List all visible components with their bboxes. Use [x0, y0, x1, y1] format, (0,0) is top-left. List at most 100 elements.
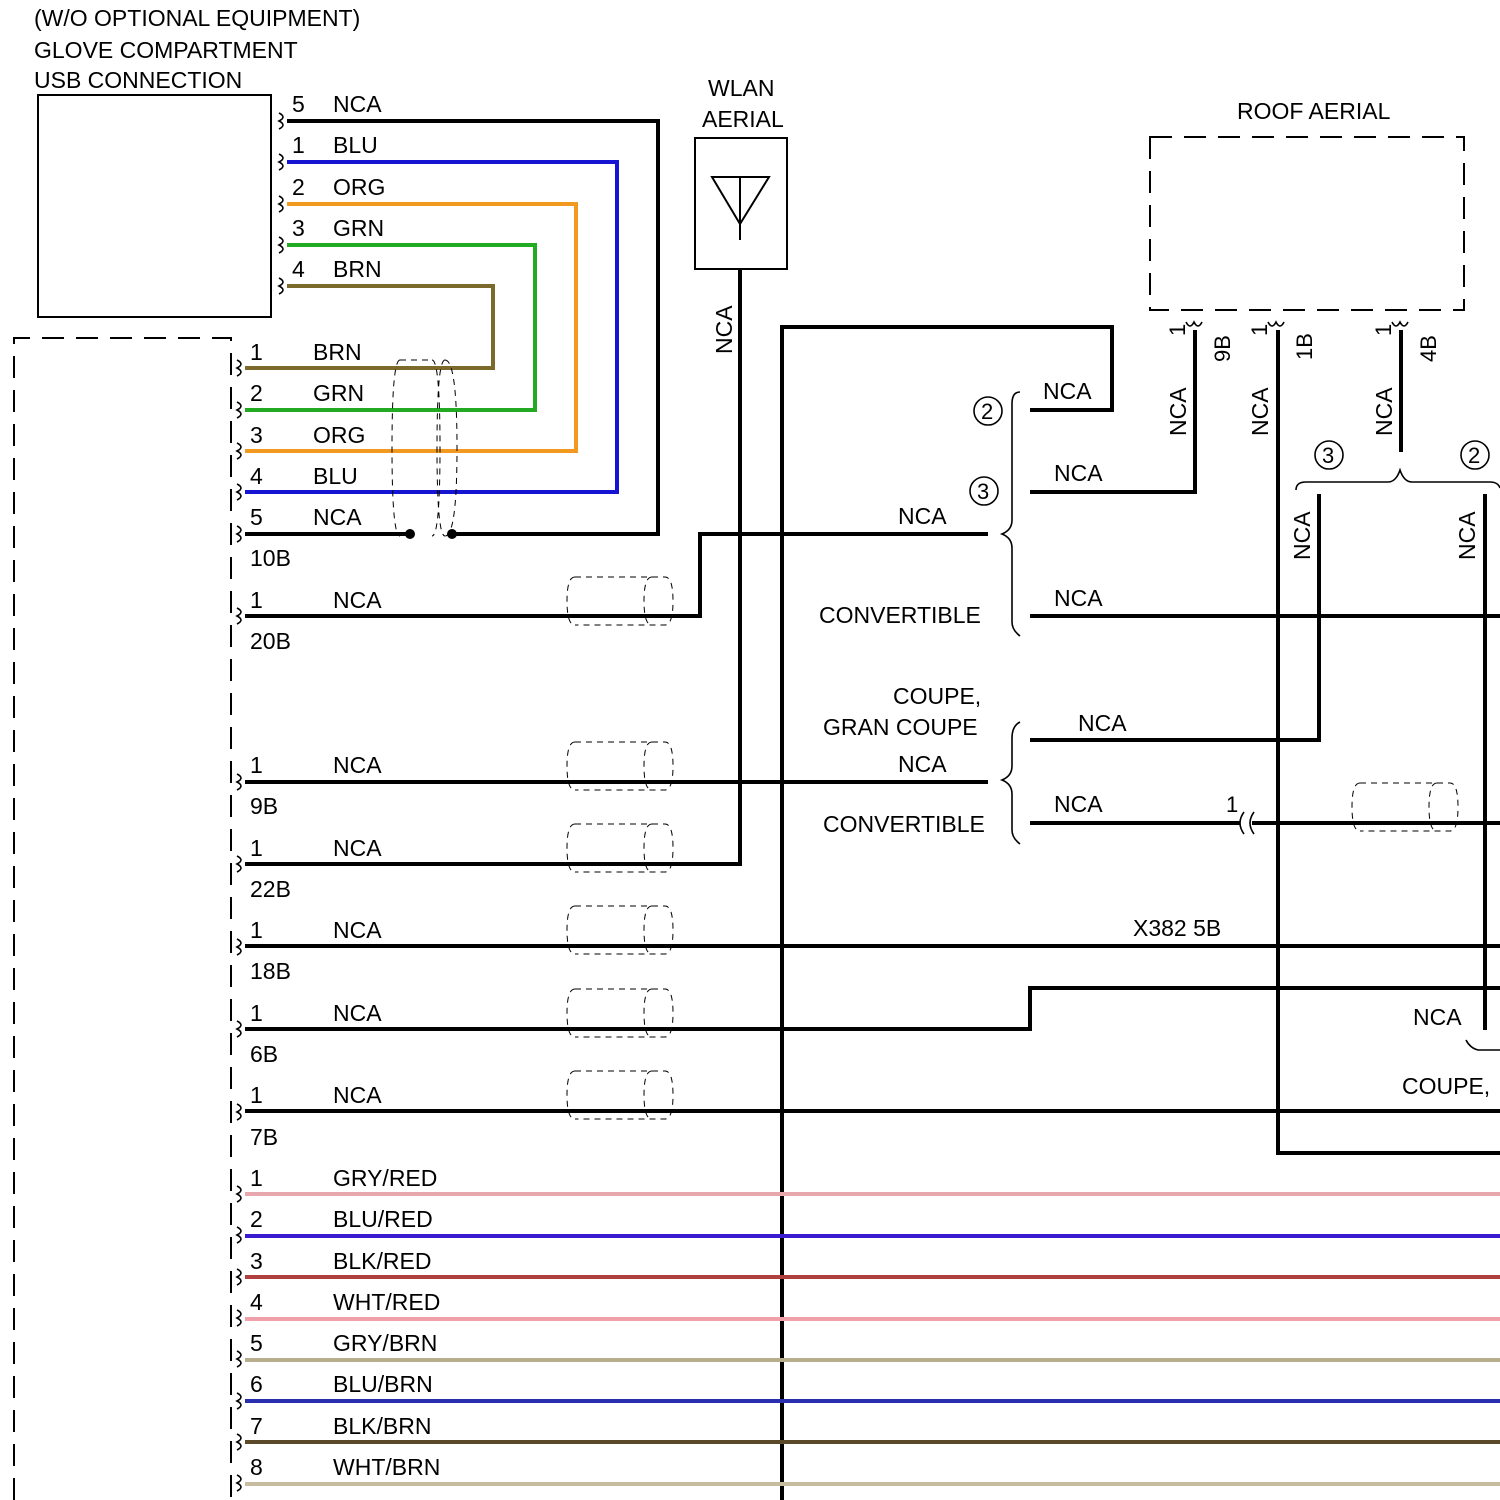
variant-label: NCA [1054, 460, 1103, 486]
pin-num: 6 [250, 1371, 263, 1397]
roof-pin-num: 1 [1371, 324, 1396, 336]
variant-bracket [1002, 722, 1020, 844]
connector-id: 20B [250, 628, 291, 654]
wire-variant-2 [782, 327, 1112, 1500]
signal-wires [245, 269, 1500, 1500]
usb-pin-label: BLU [333, 132, 378, 158]
usb-pin-num: 2 [292, 174, 305, 200]
variant-circle-num: 3 [977, 479, 989, 504]
pin-terminals [237, 608, 241, 1120]
roof-wire-label: NCA [1165, 387, 1191, 436]
pin-num: 1 [250, 1082, 263, 1108]
splice-dot [405, 529, 415, 539]
variant-label: NCA [1078, 710, 1127, 736]
pin-label: ORG [313, 422, 365, 448]
pin-label: BLU/RED [333, 1206, 433, 1232]
variant-bracket [1296, 470, 1500, 490]
pin-label: BRN [313, 339, 362, 365]
variant-circle-num: 2 [1468, 443, 1480, 468]
roof-pin-num: 1 [1165, 324, 1190, 336]
coax-shields [567, 577, 1458, 1119]
pin-label: NCA [333, 752, 382, 778]
pin-label: NCA [333, 835, 382, 861]
pin-num: 1 [250, 587, 263, 613]
pin-label: BLU/BRN [333, 1371, 433, 1397]
wire-org [245, 204, 576, 451]
pin-num: 1 [250, 1165, 263, 1191]
usb-pin-label: ORG [333, 174, 385, 200]
variant-wire-label: NCA [1289, 511, 1315, 560]
wlan-wire-label: NCA [711, 305, 737, 354]
variant-bracket [1002, 392, 1020, 636]
connector-id: 18B [250, 958, 291, 984]
roof-pin-num: 1 [1247, 324, 1272, 336]
pin-terminals [237, 360, 241, 542]
connector-id: 9B [250, 793, 278, 819]
variant-label: NCA [1054, 585, 1103, 611]
connector-id: 7B [250, 1124, 278, 1150]
pin-num: 3 [250, 1248, 263, 1274]
variant-left-label: COUPE, [893, 683, 981, 709]
inline-pin-num: 1 [1226, 792, 1238, 817]
roof-wire-label: NCA [1371, 387, 1397, 436]
variant-wire-label: NCA [1454, 511, 1480, 560]
speaker-wires: 1 GRY/RED 2 BLU/RED 3 BLK/RED 4 WHT/RED … [237, 1165, 1500, 1491]
pin-num: 8 [250, 1454, 263, 1480]
x382-label: X382 5B [1133, 915, 1221, 941]
pin-label: WHT/BRN [333, 1454, 440, 1480]
right-edge-labels: X382 5B NCA COUPE, [1133, 915, 1500, 1099]
pin-num: 7 [250, 1413, 263, 1439]
single-connectors: 1 NCA 20B 1 NCA 9B 1 NCA 22B 1 NCA 18B 1… [237, 587, 382, 1150]
pin-num: 2 [250, 1206, 263, 1232]
main-unit-outline [14, 338, 231, 1500]
roof-aerial: ROOF AERIAL 1 9B NCA 1 1B NCA 1 4B NCA [1150, 98, 1464, 436]
usb-pin-num: 3 [292, 215, 305, 241]
right-nca-label: NCA [1413, 1004, 1462, 1030]
wire-blu [245, 162, 617, 492]
pin-label: WHT/RED [333, 1289, 440, 1315]
connector-10b: 1 BRN 2 GRN 3 ORG 4 BLU 5 NCA 10B [237, 339, 365, 571]
variant-lower: COUPE, GRAN COUPE NCA CONVERTIBLE NCA NC… [823, 683, 1127, 844]
inline-connector: 1 [1226, 792, 1254, 834]
connector-id: 10B [250, 545, 291, 571]
variant-circle-num: 3 [1322, 443, 1334, 468]
pin-num: 4 [250, 463, 263, 489]
inline-connector-terminal [1240, 812, 1254, 834]
pin-num: 5 [250, 1330, 263, 1356]
usb-wires [245, 121, 658, 539]
variant-label: NCA [1054, 791, 1103, 817]
pin-num: 5 [250, 504, 263, 530]
pin-num: 1 [250, 835, 263, 861]
wire-6b [245, 988, 1500, 1029]
right-coupe-label: COUPE, [1402, 1073, 1490, 1099]
connector-id: 22B [250, 876, 291, 902]
usb-pin-num: 4 [292, 256, 305, 282]
pin-label: BLK/BRN [333, 1413, 431, 1439]
variant-label: NCA [1043, 378, 1092, 404]
roof-aerial-title: ROOF AERIAL [1237, 98, 1391, 124]
variant-circle-num: 2 [981, 399, 993, 424]
variant-upper: 2 NCA 3 NCA NCA CONVERTIBLE NCA [819, 378, 1103, 636]
usb-pin-terminals [279, 113, 283, 294]
pin-terminals [237, 1186, 241, 1491]
usb-title-line-2: GLOVE COMPARTMENT [34, 37, 298, 63]
roof-wire-label: NCA [1247, 387, 1273, 436]
pin-label: GRY/RED [333, 1165, 437, 1191]
pin-label: NCA [333, 917, 382, 943]
usb-pin-label: BRN [333, 256, 382, 282]
pin-num: 3 [250, 422, 263, 448]
roof-pin-id: 9B [1210, 335, 1235, 362]
pin-num: 1 [250, 752, 263, 778]
roof-aerial-box [1150, 137, 1464, 310]
pin-label: NCA [333, 1082, 382, 1108]
variant-left-label: CONVERTIBLE [823, 811, 985, 837]
pin-num: 2 [250, 380, 263, 406]
usb-title-line-1: (W/O OPTIONAL EQUIPMENT) [34, 5, 360, 31]
twisted-pair-shield [392, 360, 457, 536]
pin-label: BLU [313, 463, 358, 489]
usb-connector-box [38, 95, 271, 317]
variant-left-label: NCA [898, 503, 947, 529]
variant-left-label: NCA [898, 751, 947, 777]
pin-num: 1 [250, 1000, 263, 1026]
usb-pin-num: 5 [292, 91, 305, 117]
